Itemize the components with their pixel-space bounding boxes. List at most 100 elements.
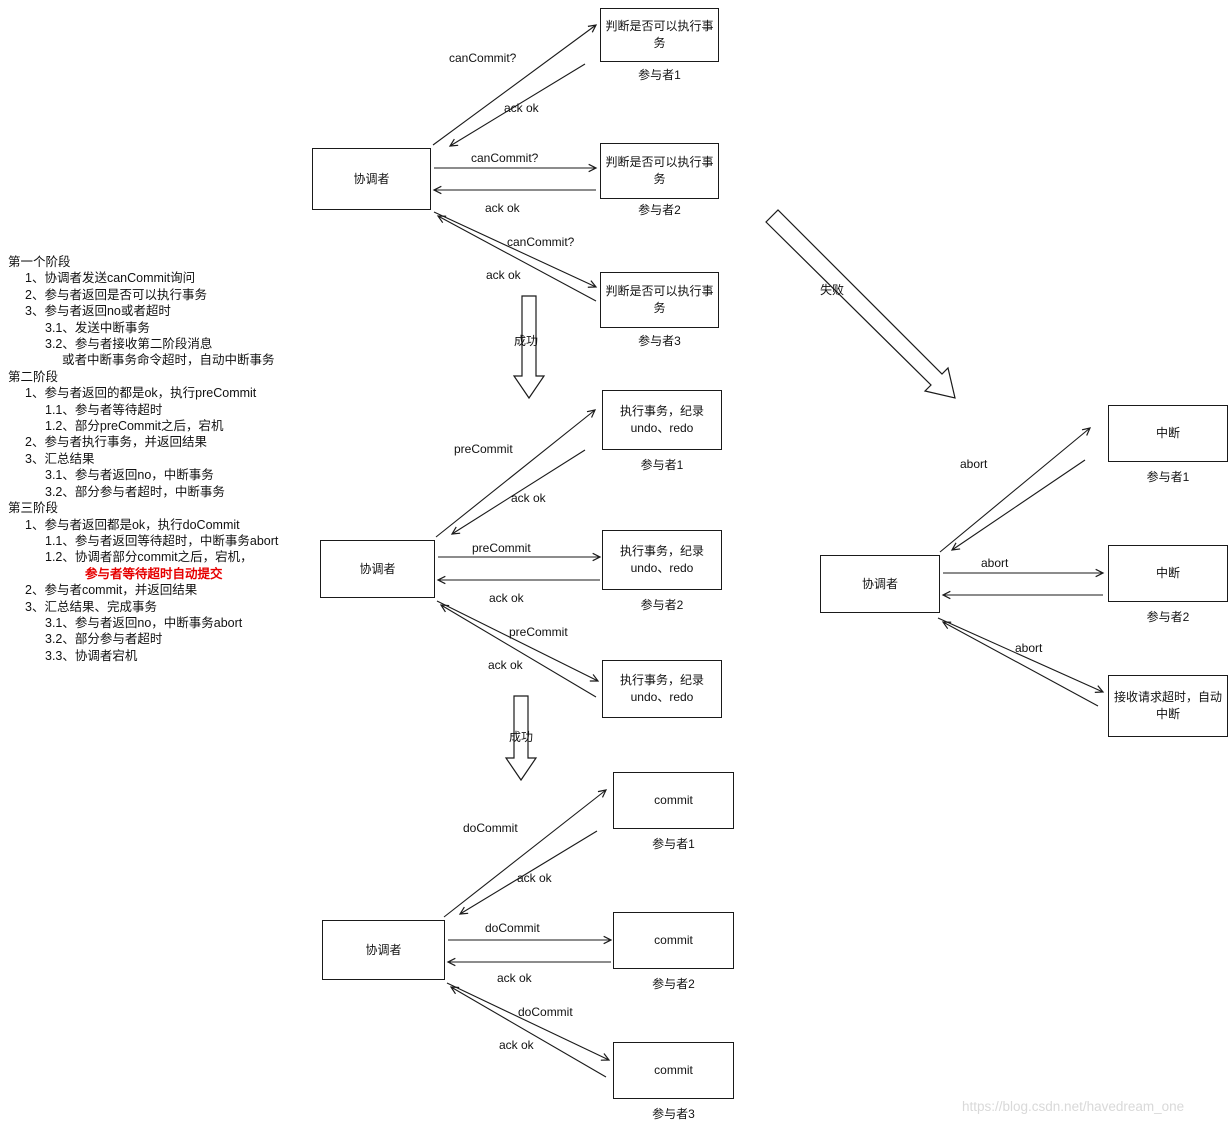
arrow-phase2-ack-p1 — [450, 449, 586, 535]
note-line: 1.2、协调者部分commit之后，宕机， — [45, 550, 253, 565]
arrow-phase2-precommit-p1 — [435, 409, 597, 538]
arrow-label-cancommit-3: canCommit? — [507, 235, 575, 249]
arrow-phase2-precommit-p3 — [436, 600, 600, 682]
note-line: 1.2、部分preCommit之后，宕机 — [45, 419, 224, 434]
box-text: 执行事务，纪录 undo、redo — [620, 672, 704, 706]
arrow-abort-p1 — [939, 427, 1092, 553]
arrow-abort-ack-p1 — [950, 459, 1086, 551]
phase3-participant1-box: commit — [613, 772, 734, 829]
note-line: 1、参与者返回都是ok，执行doCommit — [25, 517, 240, 532]
arrow-label-ack-5: ack ok — [489, 591, 524, 605]
success-label-1: 成功 — [514, 334, 539, 348]
arrow-label-precommit-2: preCommit — [472, 541, 531, 555]
note-line: 3.2、部分参与者超时，中断事务 — [45, 484, 225, 499]
phase2-participant1-box: 执行事务，纪录 undo、redo — [602, 390, 722, 450]
phase1-participant3-box: 判断是否可以执行事务 — [600, 272, 719, 328]
arrow-phase1-cancommit-p1 — [432, 24, 598, 146]
arrow-label-cancommit-1: canCommit? — [449, 51, 517, 65]
phase3-participant3-name: 参与者3 — [652, 1107, 695, 1121]
box-text-line1: 执行事务，纪录 — [619, 544, 704, 558]
box-text-line2: undo、redo — [630, 421, 694, 435]
phase-notes: 第一个阶段 1、协调者发送canCommit询问 2、参与者返回是否可以执行事务… — [8, 254, 353, 664]
note-line: 或者中断事务命令超时，自动中断事务 — [62, 353, 275, 368]
note-line: 2、参与者返回是否可以执行事务 — [25, 287, 207, 302]
success-label-2: 成功 — [509, 730, 534, 744]
arrow-phase2-ack-p3 — [439, 604, 597, 698]
arrow-label-abort-1: abort — [960, 457, 988, 471]
success-arrow-1 — [512, 295, 546, 400]
note-line: 1、参与者返回的都是ok，执行preCommit — [25, 386, 257, 401]
phase3-participant2-name: 参与者2 — [652, 977, 695, 991]
arrow-label-ack-3: ack ok — [486, 268, 521, 282]
arrow-label-docommit-2: doCommit — [485, 921, 540, 935]
abort-coordinator-box: 协调者 — [820, 555, 940, 613]
phase1-participant2-name: 参与者2 — [638, 203, 681, 217]
abort-participant1-box: 中断 — [1108, 405, 1228, 462]
arrow-abort-p3 — [937, 617, 1105, 693]
arrow-phase3-docommit-p3 — [446, 982, 611, 1061]
fail-label: 失败 — [820, 283, 845, 297]
arrow-label-abort-3: abort — [1015, 641, 1043, 655]
arrow-label-ack-6: ack ok — [488, 658, 523, 672]
arrow-label-precommit-3: preCommit — [509, 625, 568, 639]
watermark: https://blog.csdn.net/havedream_one — [962, 1099, 1185, 1114]
arrow-phase1-ack-p3 — [436, 215, 597, 302]
arrow-phase3-ack-p1 — [458, 830, 598, 915]
box-text: 执行事务，纪录 undo、redo — [620, 403, 704, 437]
note-line: 3.1、发送中断事务 — [45, 320, 150, 335]
abort-participant2-box: 中断 — [1108, 545, 1228, 602]
note-line: 3.2、部分参与者超时 — [45, 632, 163, 647]
note-line: 3.2、参与者接收第二阶段消息 — [45, 337, 213, 352]
fail-arrow — [765, 209, 956, 399]
note-line: 3.3、协调者宕机 — [45, 648, 138, 663]
arrow-label-precommit-1: preCommit — [454, 442, 513, 456]
note-line: 3、汇总结果 — [25, 451, 95, 466]
phase1-participant2-box: 判断是否可以执行事务 — [600, 143, 719, 199]
arrow-label-docommit-3: doCommit — [518, 1005, 573, 1019]
arrow-label-ack-9: ack ok — [499, 1038, 534, 1052]
arrow-phase3-ack-p3 — [449, 986, 607, 1078]
note-line: 第三阶段 — [8, 501, 59, 516]
flow-arrows — [504, 209, 956, 782]
note-line: 1.1、参与者返回等待超时，中断事务abort — [45, 533, 279, 548]
note-line: 2、参与者执行事务，并返回结果 — [25, 435, 207, 450]
phase3-participant3-box: commit — [613, 1042, 734, 1099]
phase1-coordinator-box: 协调者 — [312, 148, 431, 210]
arrow-label-ack-2: ack ok — [485, 201, 520, 215]
note-line: 第二阶段 — [8, 369, 59, 384]
phase3-participant2-box: commit — [613, 912, 734, 969]
success-arrow-2 — [504, 695, 538, 782]
box-text-line2: undo、redo — [630, 561, 694, 575]
note-line: 1.1、参与者等待超时 — [45, 402, 163, 417]
arrow-label-docommit-1: doCommit — [463, 821, 518, 835]
box-text-line2: undo、redo — [630, 690, 694, 704]
phase2-participant3-box: 执行事务，纪录 undo、redo — [602, 660, 722, 718]
arrow-label-cancommit-2: canCommit? — [471, 151, 539, 165]
box-text-line1: 执行事务，纪录 — [619, 404, 704, 418]
abort-participant1-name: 参与者1 — [1146, 470, 1190, 484]
arrow-label-ack-4: ack ok — [511, 491, 546, 505]
box-text: 执行事务，纪录 undo、redo — [620, 543, 704, 577]
arrow-label-ack-7: ack ok — [517, 871, 552, 885]
note-line: 第一个阶段 — [8, 255, 71, 269]
arrow-label-ack-8: ack ok — [497, 971, 532, 985]
arrow-phase1-ack-p1 — [448, 63, 586, 147]
phase2-coordinator-box: 协调者 — [320, 540, 435, 598]
box-text-line1: 执行事务，纪录 — [619, 673, 704, 687]
arrow-label-ack-1: ack ok — [504, 101, 539, 115]
note-line: 1、协调者发送canCommit询问 — [25, 271, 196, 286]
message-arrows — [432, 24, 1105, 1078]
phase1-participant3-name: 参与者3 — [638, 334, 681, 348]
note-line: 2、参与者commit，并返回结果 — [25, 583, 198, 598]
note-line: 3、参与者返回no或者超时 — [25, 304, 171, 319]
arrow-phase3-docommit-p1 — [443, 789, 608, 918]
abort-participant2-name: 参与者2 — [1146, 610, 1190, 624]
phase3-coordinator-box: 协调者 — [322, 920, 445, 980]
note-line-highlight: 参与者等待超时自动提交 — [85, 566, 223, 581]
phase2-participant1-name: 参与者1 — [640, 458, 684, 472]
arrow-abort-ack-p3 — [941, 621, 1099, 707]
note-line: 3.1、参与者返回no，中断事务 — [45, 468, 214, 483]
note-line: 3.1、参与者返回no，中断事务abort — [45, 615, 243, 630]
abort-participant3-box: 接收请求超时，自动中断 — [1108, 675, 1228, 737]
